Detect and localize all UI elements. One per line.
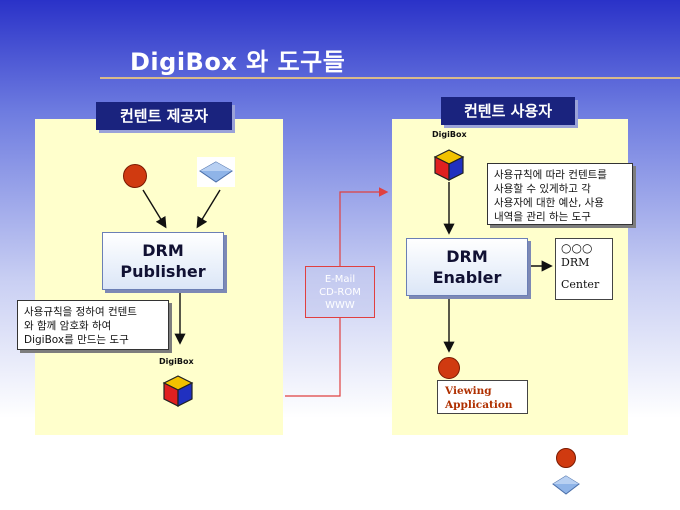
viewing-line2: Application <box>445 399 513 411</box>
viewing-application-box: Viewing Application <box>437 380 528 414</box>
digibox-cube-icon <box>433 149 465 181</box>
enabler-note-line3: 사용자에 대한 예산, 사용 <box>494 197 604 209</box>
drm-publisher-line1: DRM <box>142 241 184 260</box>
drm-enabler-line2: Enabler <box>432 268 502 287</box>
drm-enabler-box: DRM Enabler <box>406 238 528 296</box>
digibox-cube-icon <box>162 375 194 407</box>
link-media-to-consumer <box>339 187 389 266</box>
delivery-media-box: E-Mail CD-ROM WWW <box>305 266 375 318</box>
enabler-note-line4: 내역을 관리 하는 도구 <box>494 211 591 223</box>
drm-center-box: ○○○ DRM Center <box>555 238 613 300</box>
enabler-note: 사용규칙에 따라 컨텐트를 사용할 수 있게하고 각 사용자에 대한 예산, 사… <box>487 163 633 225</box>
diamond-icon <box>552 475 580 495</box>
provider-digibox-label: DigiBox <box>159 357 194 366</box>
enabler-note-line1: 사용규칙에 따라 컨텐트를 <box>494 169 607 181</box>
arrow-diamond-to-publisher <box>196 189 221 229</box>
title-divider <box>100 77 680 79</box>
consumer-label: 컨텐트 사용자 <box>441 97 575 125</box>
red-circle-icon <box>556 448 576 468</box>
red-circle-icon <box>438 357 460 379</box>
drm-center-line1: ○○○ <box>561 241 593 255</box>
diamond-icon <box>197 157 235 187</box>
publisher-note-line1: 사용규칙을 정하여 컨텐트 <box>24 306 137 318</box>
enabler-note-line2: 사용할 수 있게하고 각 <box>494 183 591 195</box>
publisher-note-line2: 와 함께 암호화 하여 <box>24 320 112 332</box>
link-digibox-to-media <box>285 318 341 397</box>
publisher-note: 사용규칙을 정하여 컨텐트 와 함께 암호화 하여 DigiBox를 만드는 도… <box>17 300 169 350</box>
consumer-digibox-label: DigiBox <box>432 130 467 139</box>
arrow-circle-to-publisher <box>142 189 167 229</box>
drm-center-line2: DRM <box>561 256 590 269</box>
media-line2: CD-ROM <box>319 286 361 298</box>
drm-enabler-line1: DRM <box>446 247 488 266</box>
page-title: DigiBox 와 도구들 <box>130 48 346 76</box>
media-line3: WWW <box>325 299 355 311</box>
provider-label: 컨텐트 제공자 <box>96 102 232 130</box>
media-line1: E-Mail <box>324 273 356 285</box>
viewing-line1: Viewing <box>445 385 492 397</box>
drm-publisher-line2: Publisher <box>120 262 206 281</box>
drm-publisher-box: DRM Publisher <box>102 232 224 290</box>
drm-center-line3: Center <box>561 278 600 291</box>
publisher-note-line3: DigiBox를 만드는 도구 <box>24 334 129 346</box>
red-circle-icon <box>123 164 147 188</box>
